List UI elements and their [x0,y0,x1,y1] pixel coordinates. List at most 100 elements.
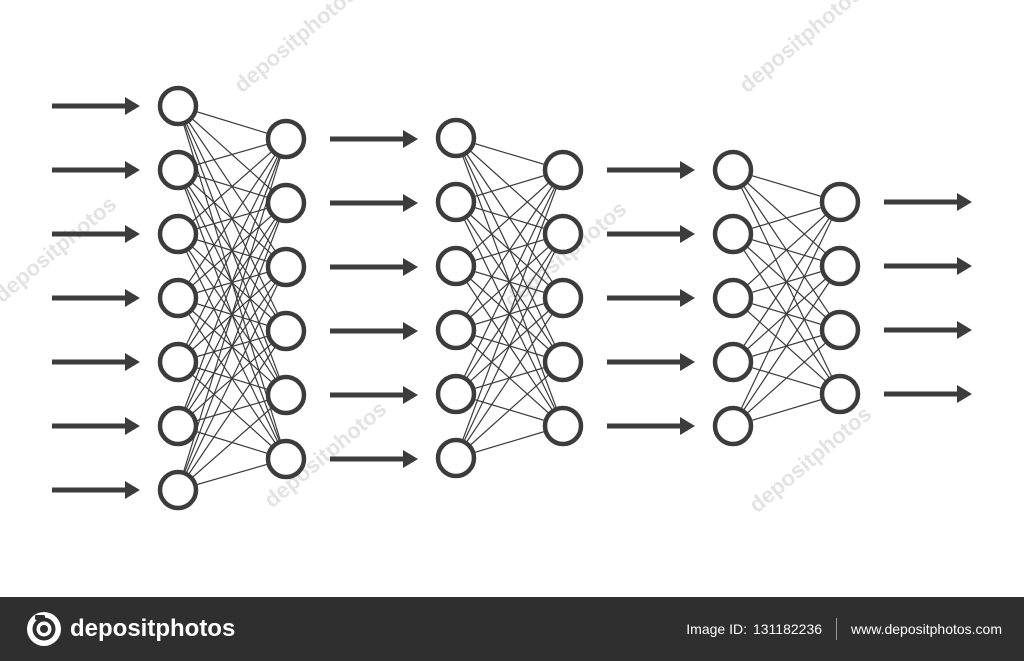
neuron-node [265,182,307,224]
layer-4 [542,149,584,447]
arrow-head [125,417,140,435]
nodes-layer [157,85,861,511]
neuron-node [712,277,754,319]
arrow-head [125,353,140,371]
website-link[interactable]: www.depositphotos.com [851,621,1002,637]
brand[interactable]: depositphotos [26,611,235,647]
connection-line [177,138,287,235]
neuron-node [542,213,584,255]
connection-line [177,202,287,491]
arrow-icon [52,481,140,499]
neuron-node [542,405,584,447]
neuron-node [265,374,307,416]
connection-line [177,138,287,427]
between-1-arrows [330,130,418,468]
arrow-head [680,161,695,179]
connection-line [455,169,564,331]
connection-line [177,330,287,491]
arrow-head [125,289,140,307]
output-arrows [884,193,972,403]
image-id: Image ID: 131182236 [686,621,822,637]
connection-line [177,394,287,491]
arrow-head [403,322,418,340]
neuron-node [157,341,199,383]
connection-line [455,169,564,459]
neuron-node [542,149,584,191]
arrow-icon [884,193,972,211]
watermark-text: depositphotos [734,0,866,98]
watermark-text: depositphotos [229,0,361,98]
neuron-node [819,373,861,415]
arrow-icon [330,258,418,276]
neuron-node [265,310,307,352]
footer-divider [836,618,838,640]
neuron-node [435,309,477,351]
layer-3 [435,117,477,479]
arrow-icon [884,385,972,403]
arrow-icon [607,417,695,435]
arrow-head [680,353,695,371]
arrow-head [680,417,695,435]
arrow-icon [52,289,140,307]
neuron-node [157,405,199,447]
layer-6 [819,181,861,415]
arrow-head [403,450,418,468]
neuron-node [265,438,307,480]
arrow-icon [884,321,972,339]
input-arrows [52,97,140,499]
arrow-icon [330,194,418,212]
neuron-node [265,246,307,288]
connection-line [455,233,564,459]
connection-line [732,201,841,299]
arrow-icon [607,289,695,307]
footer-info: Image ID: 131182236 www.depositphotos.co… [686,618,1002,640]
arrow-head [403,258,418,276]
arrow-icon [330,322,418,340]
connection-line [177,138,287,363]
arrow-head [957,385,972,403]
connection-line [455,169,564,267]
neuron-node [157,213,199,255]
arrow-head [125,97,140,115]
neuron-node [712,213,754,255]
connection-line [177,266,287,491]
neuron-node [157,85,199,127]
connection-line [455,169,564,395]
watermark-text: depositphotos [744,401,876,518]
arrow-icon [330,386,418,404]
neuron-node [435,245,477,287]
neuron-node [542,277,584,319]
arrow-head [957,257,972,275]
arrow-icon [52,161,140,179]
arrow-icon [330,130,418,148]
connection-line [732,201,841,427]
neural-network-diagram: depositphotos depositphotos depositphotos d… [0,0,972,518]
neuron-node [435,373,477,415]
arrow-head [125,225,140,243]
arrow-icon [607,353,695,371]
arrow-head [403,386,418,404]
layer-5 [712,149,754,447]
image-id-label: Image ID: [686,621,747,637]
neuron-node [712,341,754,383]
neuron-node [435,437,477,479]
connection-line [732,265,841,427]
arrow-icon [52,225,140,243]
neuron-node [819,245,861,287]
arrow-head [403,194,418,212]
neuron-node [819,181,861,223]
neuron-node [435,181,477,223]
arrow-icon [607,225,695,243]
arrow-icon [52,97,140,115]
connection-line [177,138,287,299]
arrow-icon [330,450,418,468]
watermark-text: depositphotos [0,191,121,308]
neuron-node [435,117,477,159]
image-id-value: 131182236 [752,621,823,637]
brand-name: depositphotos [70,615,236,642]
arrow-head [957,193,972,211]
arrow-head [680,225,695,243]
neuron-node [265,118,307,160]
arrow-icon [52,417,140,435]
between-2-arrows [607,161,695,435]
